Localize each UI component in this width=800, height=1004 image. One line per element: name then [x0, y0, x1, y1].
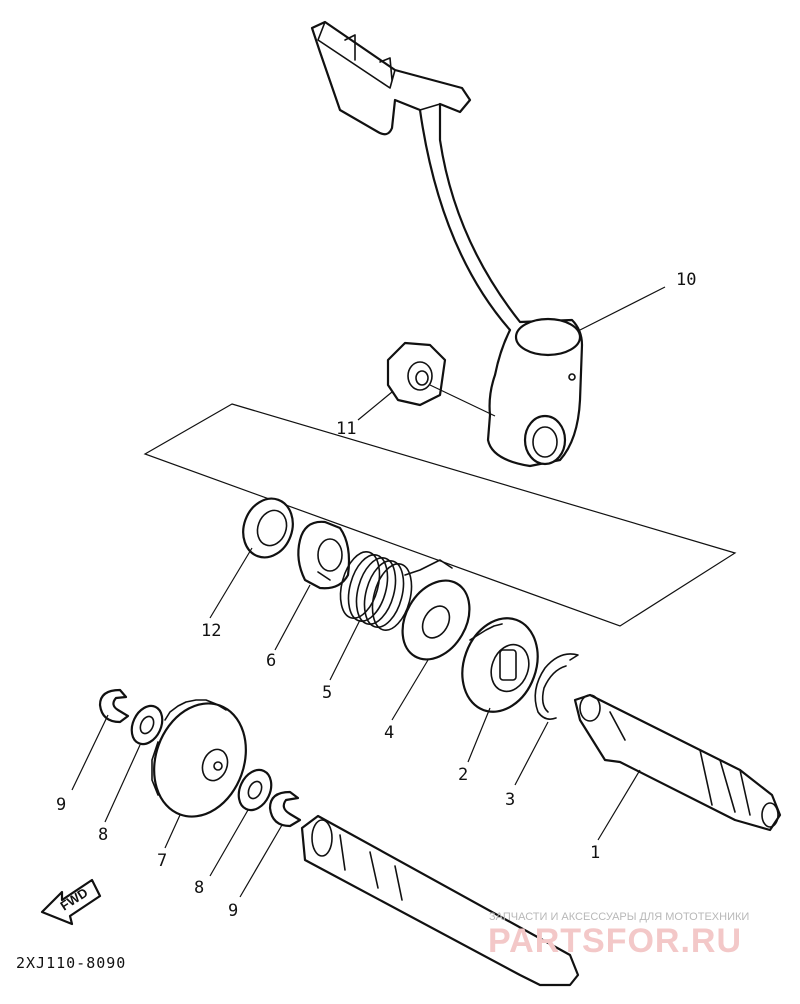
assembly-outline-box	[143, 403, 737, 627]
callout-3: 3	[505, 790, 515, 810]
callout-10: 10	[676, 270, 696, 290]
callout-9-left: 9	[56, 795, 66, 815]
oil-seal	[242, 497, 294, 559]
callout-7: 7	[157, 851, 167, 871]
idle-gear	[151, 699, 247, 818]
kick-crank-lever	[310, 20, 584, 468]
torsion-spring	[339, 551, 453, 631]
callout-2: 2	[458, 765, 468, 785]
callout-12: 12	[201, 621, 221, 641]
circlip-9-left	[98, 688, 130, 724]
spring-guide	[297, 520, 351, 590]
callout-11: 11	[336, 419, 356, 439]
callout-6: 6	[266, 651, 276, 671]
circlip-9-right	[268, 790, 302, 828]
kick-axle	[573, 693, 782, 832]
watermark: ЗАПЧАСТИ И АКСЕССУАРЫ ДЛЯ МОТОТЕХНИКИ PA…	[488, 911, 749, 960]
washer-8-left	[130, 704, 164, 746]
callout-9-right: 9	[228, 901, 238, 921]
crank-nut	[386, 341, 496, 417]
leader-lines	[71, 286, 666, 898]
spring-washer	[401, 579, 471, 661]
watermark-brand: PARTSFOR.RU	[488, 922, 742, 960]
watermark-tagline: ЗАПЧАСТИ И АКСЕССУАРЫ ДЛЯ МОТОТЕХНИКИ	[489, 911, 749, 923]
callout-5: 5	[322, 683, 332, 703]
callout-1: 1	[590, 843, 600, 863]
circlip-3	[534, 653, 579, 720]
ratchet-gear	[461, 617, 539, 713]
main-shaft	[300, 814, 580, 987]
callout-8-right: 8	[194, 878, 204, 898]
washer-8-right	[237, 768, 273, 812]
part-code: 2XJ110-8090	[16, 954, 126, 972]
callout-4: 4	[384, 723, 394, 743]
callout-8-left: 8	[98, 825, 108, 845]
forward-arrow-icon: FWD	[40, 878, 102, 926]
callout-labels: 10 11 12 6 5 4 2 3 1 9 8 7 8 9	[56, 270, 696, 921]
